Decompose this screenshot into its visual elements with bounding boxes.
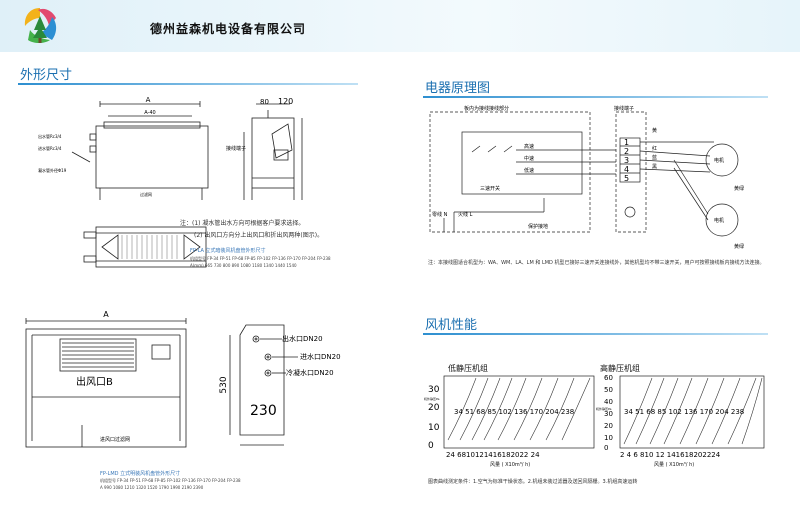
switch-label: 三速开关	[480, 185, 500, 192]
high-y-tick: 40	[604, 398, 613, 406]
section-underline	[423, 96, 768, 98]
page-header	[0, 0, 800, 52]
terminal-5: 5	[624, 174, 629, 183]
high-y-tick: 10	[604, 434, 613, 442]
low-x-ticks: 24 6810121416182022 24	[446, 451, 540, 459]
inlet-pipe-label: 进水管Rc3/4	[38, 145, 62, 151]
wire-black: 黑	[652, 164, 657, 170]
section-title-outline: 外形尺寸	[20, 68, 73, 83]
yellow-green-label: 黄绿	[734, 243, 744, 250]
side-outlet-label: 出水口DN20	[282, 334, 323, 343]
outline-note-1: 注：(1) 凝水管出水方向可根据客户要求选择。	[180, 220, 305, 227]
neutral-label: 零线 N	[432, 211, 448, 218]
terminal-2: 2	[624, 147, 629, 156]
drain-pipe-label: 凝水管外径Φ19	[38, 167, 67, 173]
tree-leaf-logo-icon	[24, 8, 57, 43]
high-y-tick: 0	[604, 444, 608, 452]
high-x-ticks: 2 4 6 810 12 141618202224	[620, 451, 721, 459]
high-curve-labels: 34 51 68 85 102 136 170 204 238	[624, 408, 744, 416]
motor-label: 电机	[714, 217, 724, 224]
wiring-terminal-label: 接线端子	[614, 105, 634, 112]
low-curves	[447, 377, 591, 441]
low-curve-labels: 34 51 68 85 102 136 170 204 238	[454, 408, 574, 416]
filter-label: 过滤网	[140, 191, 152, 197]
wire-yellow: 黄	[652, 127, 657, 134]
outline-bottom-table-row2: A 990 1080 1210 1320 1520 1790 1990 2190…	[100, 485, 204, 490]
high-y-tick: 50	[604, 386, 613, 394]
low-x-label: 风量 ( X10m³/ h)	[490, 462, 531, 468]
outline-bottom-caption: FP-LMD 立式明装风机盘管外形尺寸	[100, 471, 181, 477]
high-curves	[623, 377, 763, 445]
fan-curve-charts: 30 20 10 0 机外静压Pa 60 50 40 30 20 10 0 机外…	[424, 374, 765, 459]
dim-530-label: 530	[219, 376, 229, 393]
high-y-tick: 60	[604, 374, 613, 382]
company-name: 德州益森机电设备有限公司	[150, 22, 307, 36]
low-y-tick: 0	[428, 441, 434, 451]
outline-bottom-table-row1: 机组型号 FP-34 FP-51 FP-68 FP-85 FP-102 FP-1…	[100, 478, 241, 483]
wiring-box-label: 板内为接线接线部分	[464, 105, 509, 112]
terminal-4: 4	[624, 165, 629, 174]
terminal-label: 接线端子	[226, 145, 246, 152]
high-x-label: 风量 ( X10m³/ h)	[654, 462, 695, 468]
high-y-tick: 30	[604, 410, 613, 418]
dim-120-label: 120	[278, 97, 293, 106]
fan-note: 图表曲线测定条件：1.空气为标准干燥状态。2.机组未装过滤器及送回风隔栅。3.机…	[428, 479, 638, 485]
dim-80-label: 80	[260, 98, 269, 106]
low-y-tick: 30	[428, 385, 440, 395]
terminal-1: 1	[624, 138, 629, 147]
terminal-3: 3	[624, 156, 629, 165]
outline-top-table-row1: 机组型号 FP-34 FP-51 FP-68 FP-85 FP-102 FP-1…	[190, 256, 331, 261]
outline-top-table-row2: A(mm) 665 730 800 890 1080 1180 1340 144…	[190, 263, 297, 268]
wiring-diagram: 板内为接线接线部分 接线端子 高速 中速 低速 三速开关 1 2 3 4 5 黄…	[429, 105, 744, 250]
side-inlet-label: 进水口DN20	[300, 352, 341, 361]
section-title-fan: 风机性能	[425, 318, 478, 333]
outline-bottom-drawing: A 出风口B 进风口过滤网 出水口DN20 进水口DN20 冷凝水口DN20 5…	[25, 310, 341, 448]
live-label: 火线 L	[458, 211, 473, 218]
section-underline	[423, 333, 768, 335]
motor-label: 电机	[714, 157, 724, 164]
speed-high-label: 高速	[524, 143, 534, 150]
speed-low-label: 低速	[524, 167, 534, 174]
low-y-tick: 20	[428, 403, 440, 413]
outlet-pipe-label: 出水管Rc3/4	[38, 133, 62, 139]
wiring-note: 注：本接线图适合机型为：WA、WM、LA、LM 和 LMD 机型已接好三速开关连…	[428, 260, 765, 266]
high-y-tick: 20	[604, 422, 613, 430]
outline-top-caption: FP-LA 立式暗装风机盘管外形尺寸	[190, 248, 266, 254]
ground-label: 保护接地	[528, 223, 548, 230]
section-title-electrical: 电器原理图	[425, 81, 491, 96]
dim-a40-label: A-40	[144, 110, 155, 116]
yellow-green-label: 黄绿	[734, 185, 744, 192]
dim-230-label: 230	[250, 403, 277, 419]
low-y-label: 机外静压Pa	[424, 396, 440, 401]
wire-blue: 蓝	[652, 154, 657, 161]
high-y-label: 机外静压Pa	[596, 406, 612, 411]
section-underline	[18, 83, 358, 85]
low-y-tick: 10	[428, 423, 440, 433]
dim-a-label: A	[146, 96, 151, 104]
outline-top-drawing: A A-40 80 120 出水管Rc3/4 进水管Rc3/4 凝水管外径Φ19…	[38, 96, 303, 268]
wire-red: 红	[652, 145, 657, 152]
outlet-b-label: 出风口B	[76, 375, 113, 388]
low-static-title: 低静压机组	[448, 364, 488, 373]
bottom-filter-label: 进风口过滤网	[100, 436, 130, 443]
bottom-dim-a-label: A	[103, 310, 109, 319]
speed-mid-label: 中速	[524, 155, 534, 162]
side-drain-label: 冷凝水口DN20	[286, 368, 334, 377]
high-static-title: 高静压机组	[600, 364, 640, 373]
outline-note-2: (2) 出风口方向分上出风口和折出风两种(图示)。	[194, 232, 324, 239]
